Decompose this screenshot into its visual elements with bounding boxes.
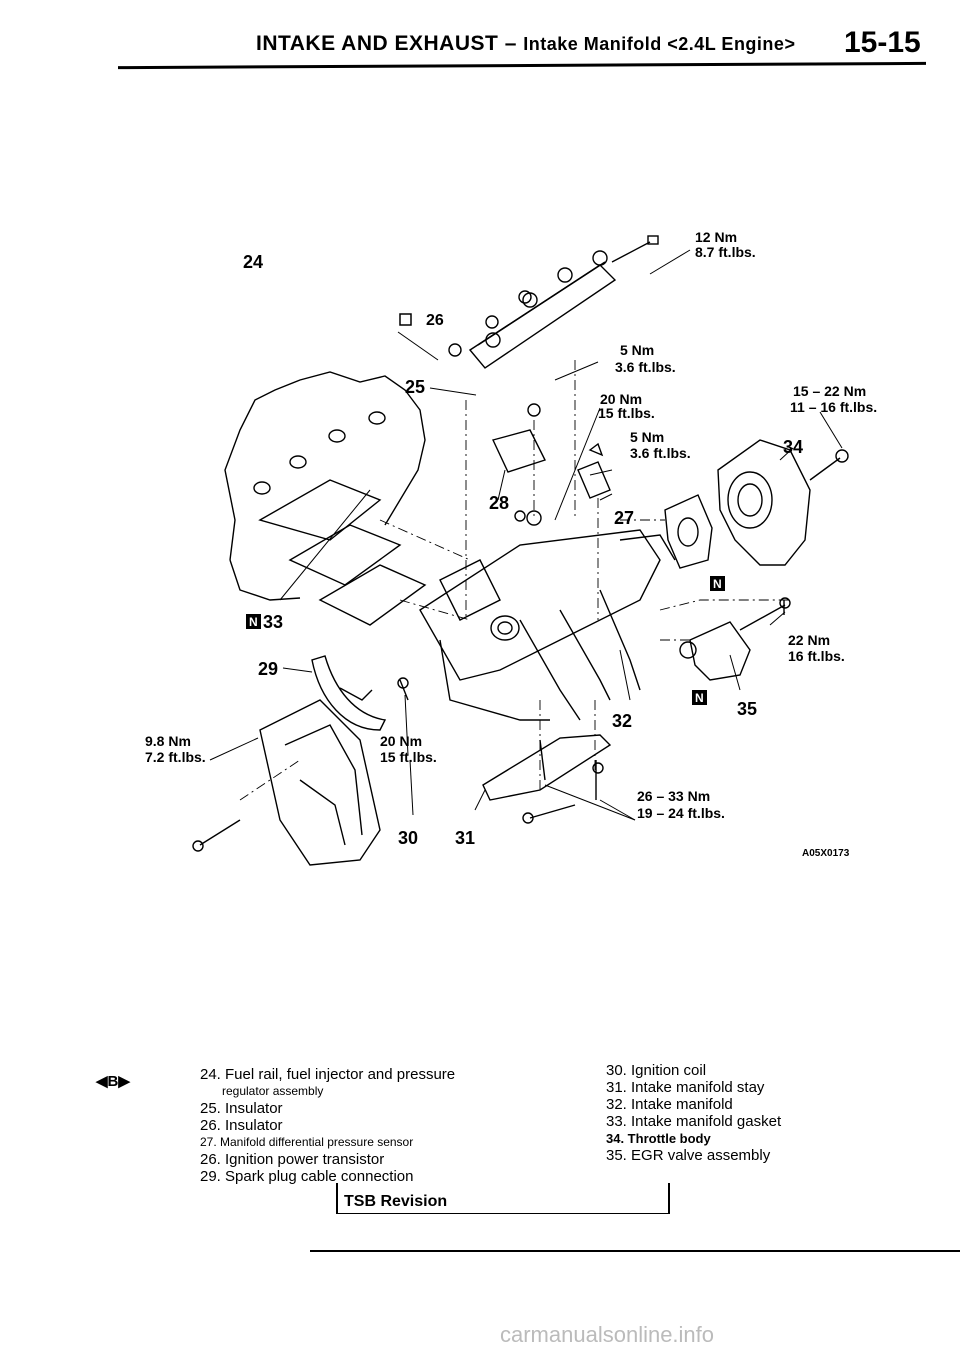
legend-marker-b: ◀B▶ [96, 1073, 130, 1090]
legend-left: 24. Fuel rail, fuel injector and pressur… [200, 1066, 455, 1185]
subsection-name: Intake Manifold <2.4L Engine> [523, 34, 796, 54]
leader-lines [209, 249, 843, 821]
callout-31: 31 [455, 828, 475, 848]
legend-item-29: 29. Spark plug cable connection [200, 1168, 414, 1185]
page-number: 15-15 [844, 26, 921, 59]
legend-item-25: 25. Insulator [200, 1100, 283, 1117]
torque-15-22nm: 15 – 22 Nm [793, 383, 866, 399]
svg-text:N: N [249, 615, 258, 629]
torque-15ft-b: 15 ft.lbs. [380, 749, 437, 765]
torque-16ft: 16 ft.lbs. [788, 648, 845, 664]
torque-8-7ft: 8.7 ft.lbs. [695, 244, 756, 260]
callout-28: 28 [489, 493, 509, 513]
new-part-marker-gasket: N [710, 576, 725, 591]
manifold-stay [482, 734, 612, 801]
callout-32: 32 [612, 711, 632, 731]
legend-item-24: 24. Fuel rail, fuel injector and pressur… [200, 1066, 456, 1083]
legend-item-28: 26. Ignition power transistor [200, 1151, 385, 1168]
engine-block-outline [224, 371, 427, 626]
bolts [192, 600, 785, 852]
new-part-marker-33: N [246, 614, 261, 629]
tsb-revision-label: TSB Revision [344, 1193, 448, 1210]
legend-item-34: 34. Throttle body [606, 1131, 711, 1146]
torque-3-6ft-a: 3.6 ft.lbs. [615, 359, 676, 375]
legend-right: 30. Ignition coil 31. Intake manifold st… [606, 1062, 781, 1164]
callout-26-marker [399, 313, 412, 326]
throttle-gasket [664, 494, 713, 569]
egr-valve [679, 597, 791, 681]
new-part-marker-35: N [692, 690, 707, 705]
legend-item-35: 35. EGR valve assembly [606, 1147, 771, 1164]
legend-item-31: 31. Intake manifold stay [606, 1079, 765, 1096]
title-dash: – [504, 32, 517, 55]
site-watermark: carmanualsonline.info [500, 1322, 715, 1347]
section-name: INTAKE AND EXHAUST [256, 32, 499, 55]
legend-item-24-cont: regulator assembly [222, 1084, 324, 1098]
callout-34: 34 [783, 437, 803, 457]
legend-item-26: 26. Insulator [200, 1117, 283, 1134]
callout-24: 24 [243, 252, 263, 272]
callout-25: 25 [405, 377, 425, 397]
torque-12nm: 12 Nm [695, 229, 737, 245]
sensor-parts [492, 403, 611, 526]
legend-item-32: 32. Intake manifold [606, 1096, 733, 1113]
torque-9-8nm: 9.8 Nm [145, 733, 191, 749]
torque-22nm: 22 Nm [788, 632, 830, 648]
torque-15ft-a: 15 ft.lbs. [598, 405, 655, 421]
callout-30: 30 [398, 828, 418, 848]
torque-26-33nm: 26 – 33 Nm [637, 788, 710, 804]
torque-5nm-a: 5 Nm [620, 342, 654, 358]
torque-3-6ft-b: 3.6 ft.lbs. [630, 445, 691, 461]
svg-text:N: N [695, 691, 704, 705]
legend-item-30: 30. Ignition coil [606, 1062, 707, 1079]
footer-rule [310, 1250, 960, 1252]
fuel-rail-assembly [448, 235, 659, 369]
callout-27: 27 [614, 508, 634, 528]
svg-text:N: N [713, 577, 722, 591]
callout-29: 29 [258, 659, 278, 679]
figure-code: A05X0173 [802, 848, 850, 859]
torque-19-24ft: 19 – 24 ft.lbs. [637, 805, 725, 821]
torque-20nm-b: 20 Nm [380, 733, 422, 749]
torque-5nm-b: 5 Nm [630, 429, 664, 445]
intake-manifold [419, 529, 676, 721]
torque-7-2ft: 7.2 ft.lbs. [145, 749, 206, 765]
legend-item-27: 27. Manifold differential pressure senso… [200, 1135, 414, 1149]
torque-20nm-a: 20 Nm [600, 391, 642, 407]
ignition-coil [259, 699, 381, 866]
spark-plug-cable [311, 655, 387, 731]
callout-26: 26 [426, 312, 444, 329]
callout-35: 35 [737, 699, 757, 719]
section-title: INTAKE AND EXHAUST – Intake Manifold <2.… [256, 32, 795, 56]
callout-33: 33 [263, 612, 283, 632]
tsb-revision-box [336, 1183, 670, 1214]
alignment-lines [239, 360, 790, 801]
torque-11-16ft: 11 – 16 ft.lbs. [790, 399, 877, 415]
throttle-body [717, 439, 849, 566]
legend-item-33: 33. Intake manifold gasket [606, 1113, 782, 1130]
